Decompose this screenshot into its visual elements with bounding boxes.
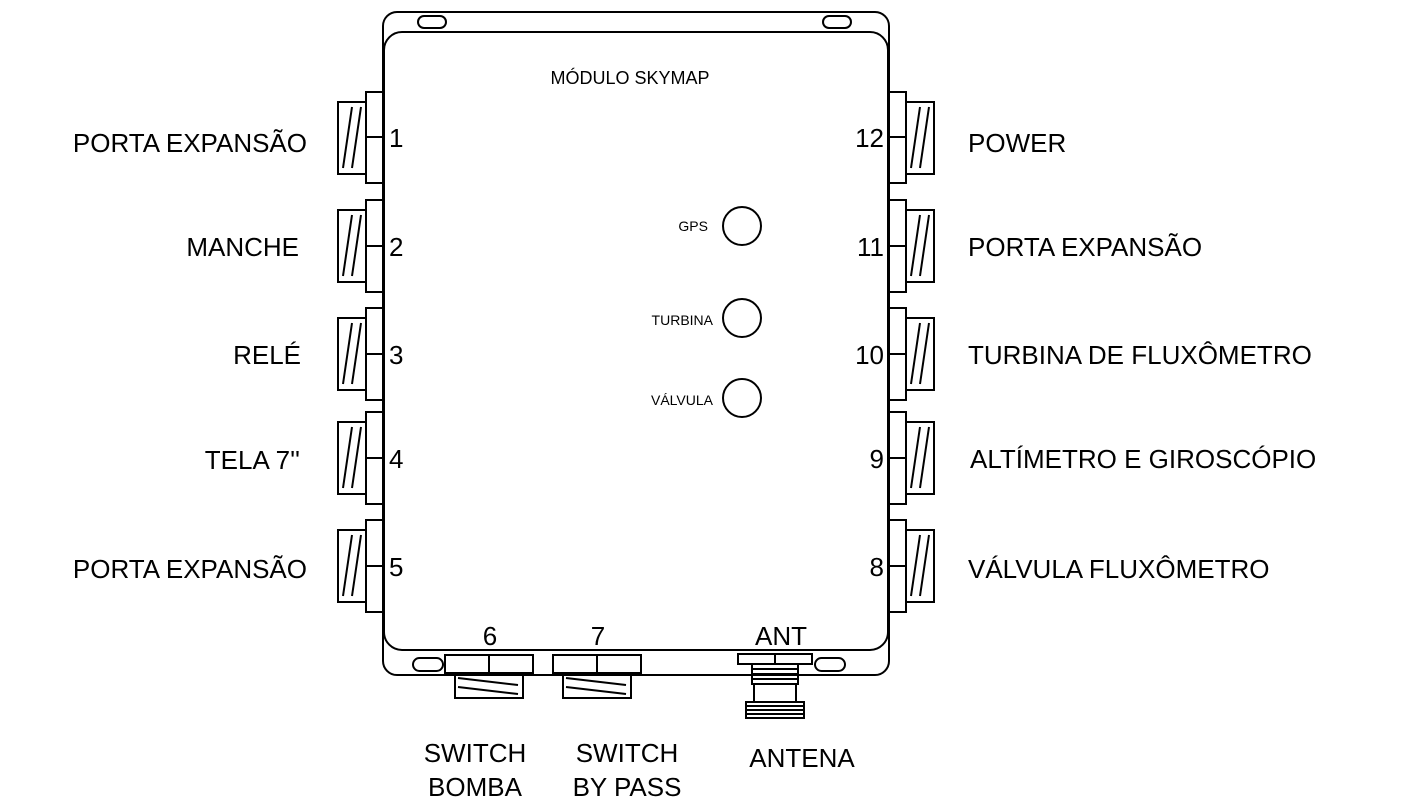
port-label-3: RELÉ [233, 340, 301, 370]
connector-9 [888, 411, 935, 505]
port-number-6: 6 [483, 621, 497, 651]
enclosure-outer [382, 11, 890, 676]
port-label-6-line2: BOMBA [428, 772, 523, 802]
port-label-7-line1: SWITCH [576, 738, 679, 768]
port-number-2: 2 [389, 232, 403, 262]
led-turbina-label: TURBINA [652, 312, 714, 328]
port-label-6-line1: SWITCH [424, 738, 527, 768]
connector-5 [337, 519, 384, 613]
connector-7 [552, 654, 642, 699]
port-number-10: 10 [855, 340, 884, 370]
port-label-12: POWER [968, 128, 1066, 158]
mount-slot-top-right [822, 15, 852, 29]
port-number-4: 4 [389, 444, 403, 474]
port-label-7-line2: BY PASS [573, 772, 682, 802]
right-port-texts: 12 POWER 11 PORTA EXPANSÃO 10 TURBINA DE… [855, 123, 1316, 584]
port-number-9: 9 [870, 444, 884, 474]
mount-slot-top-left [417, 15, 447, 29]
led-gps-label: GPS [678, 218, 708, 234]
led-valvula: VÁLVULA [651, 378, 762, 418]
enclosure-inner [383, 31, 889, 651]
port-label-11: PORTA EXPANSÃO [968, 232, 1202, 262]
enclosure [382, 11, 890, 676]
port-number-1: 1 [389, 123, 403, 153]
port-number-11: 11 [857, 232, 884, 262]
led-gps: GPS [678, 206, 762, 246]
left-port-texts: 1 PORTA EXPANSÃO 2 MANCHE 3 RELÉ 4 TELA … [73, 123, 404, 584]
port-label-8: VÁLVULA FLUXÔMETRO [968, 554, 1270, 584]
connector-2 [337, 199, 384, 293]
port-number-3: 3 [389, 340, 403, 370]
antenna-connector [737, 653, 813, 719]
led-turbina-circle [722, 298, 762, 338]
connector-11 [888, 199, 935, 293]
port-label-5: PORTA EXPANSÃO [73, 554, 307, 584]
left-connectors [337, 91, 384, 613]
port-number-7: 7 [591, 621, 605, 651]
port-label-4: TELA 7'' [205, 445, 300, 475]
port-label-9: ALTÍMETRO E GIROSCÓPIO [970, 444, 1316, 474]
connector-1 [337, 91, 384, 184]
connector-12 [888, 91, 935, 184]
port-label-10: TURBINA DE FLUXÔMETRO [968, 340, 1312, 370]
mount-slot-bottom-left [412, 657, 444, 672]
module-title: MÓDULO SKYMAP [550, 67, 709, 88]
led-turbina: TURBINA [652, 298, 762, 338]
antenna-label: ANTENA [749, 743, 855, 773]
bottom-connectors [444, 653, 813, 719]
port-number-8: 8 [870, 552, 884, 582]
connector-10 [888, 307, 935, 401]
port-number-5: 5 [389, 552, 403, 582]
led-valvula-circle [722, 378, 762, 418]
connector-4 [337, 411, 384, 505]
connector-6 [444, 654, 534, 699]
bottom-port-texts: 6 7 ANT SWITCH BOMBA SWITCH BY PASS ANTE… [424, 621, 856, 802]
connector-8 [888, 519, 935, 613]
mount-slot-bottom-right [814, 657, 846, 672]
port-label-2: MANCHE [186, 232, 299, 262]
port-label-1: PORTA EXPANSÃO [73, 128, 307, 158]
antenna-number: ANT [755, 621, 807, 651]
led-valvula-label: VÁLVULA [651, 392, 714, 408]
led-gps-circle [722, 206, 762, 246]
port-number-12: 12 [855, 123, 884, 153]
connector-3 [337, 307, 384, 401]
right-connectors [888, 91, 935, 613]
